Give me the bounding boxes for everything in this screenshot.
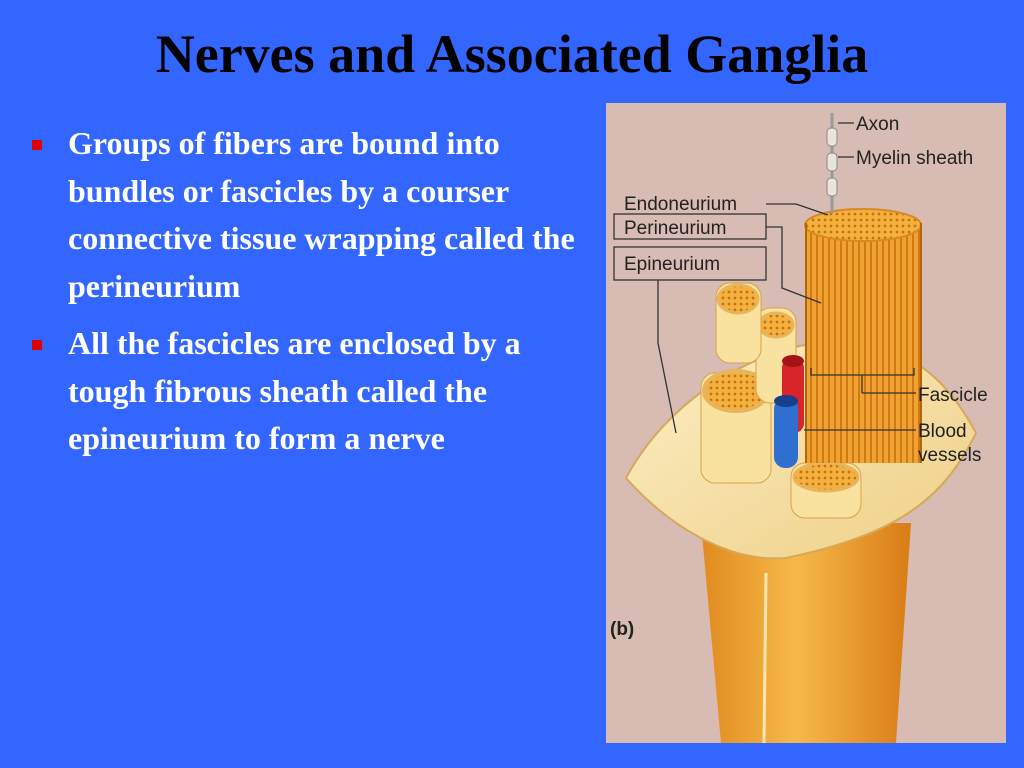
nerve-diagram: Axon Myelin sheath Endoneurium Perineuri… (606, 103, 1006, 743)
label-axon: Axon (856, 114, 899, 135)
bullet-item: All the fascicles are enclosed by a toug… (28, 320, 593, 463)
axon-strand (826, 113, 838, 213)
bullet-list: Groups of fibers are bound into bundles … (28, 120, 593, 473)
label-fascicle: Fascicle (918, 385, 988, 406)
label-blood-vessels-line2: vessels (918, 445, 981, 466)
fascicle-fibers (804, 208, 922, 463)
nerve-trunk (701, 523, 911, 743)
slide-title: Nerves and Associated Ganglia (155, 24, 869, 84)
bullet-text: All the fascicles are enclosed by a toug… (68, 325, 521, 456)
leader-lines (613, 122, 916, 434)
blood-vessels (774, 355, 804, 468)
bullet-square-icon (32, 340, 42, 350)
label-epineurium: Epineurium (624, 254, 720, 275)
bullet-square-icon (32, 140, 42, 150)
label-panel-b: (b) (610, 619, 634, 640)
bullet-text: Groups of fibers are bound into bundles … (68, 125, 575, 304)
label-blood-vessels-line1: Blood (918, 421, 967, 442)
bullet-item: Groups of fibers are bound into bundles … (28, 120, 593, 310)
label-myelin-sheath: Myelin sheath (856, 148, 973, 169)
label-perineurium: Perineurium (624, 218, 726, 239)
nerve-diagram-drawing: Axon Myelin sheath Endoneurium Perineuri… (610, 113, 988, 743)
label-endoneurium: Endoneurium (624, 194, 737, 215)
